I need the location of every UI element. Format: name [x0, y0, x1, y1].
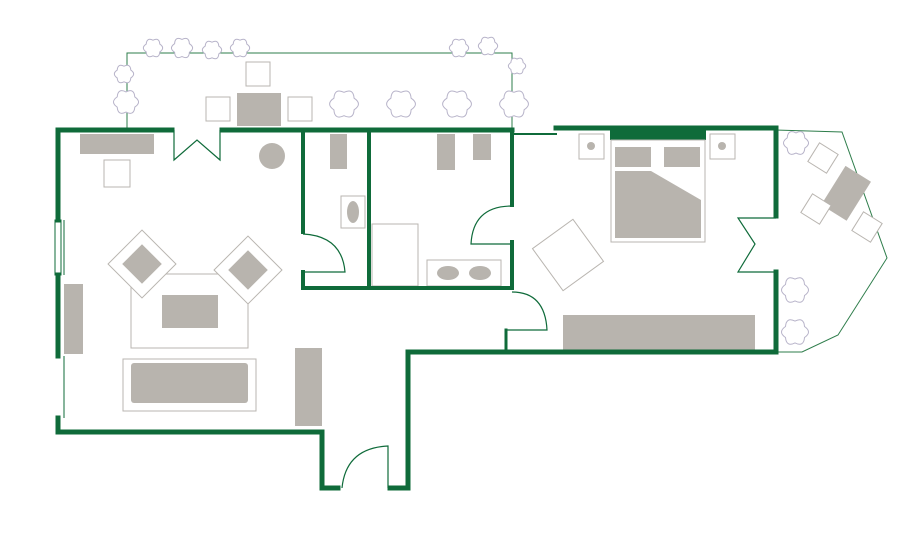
- sideboard: [80, 134, 154, 154]
- plant-icon: [781, 277, 809, 303]
- stool: [103, 159, 131, 188]
- side-cabinet: [64, 284, 83, 354]
- plant-icon: [386, 90, 416, 118]
- balcony-side-table: [807, 142, 839, 174]
- window-icon: [54, 219, 62, 276]
- wardrobe: [295, 348, 322, 426]
- sofa-icon: [122, 358, 257, 412]
- plant-icon: [170, 37, 194, 59]
- balcony-outline: [774, 129, 888, 353]
- door-swing-icon: [173, 130, 221, 162]
- door-swing-icon: [506, 291, 548, 331]
- door-swing-icon: [736, 217, 776, 273]
- door-swing-icon: [341, 445, 389, 489]
- balcony-side-table: [800, 193, 832, 225]
- balcony-side-table: [851, 211, 883, 243]
- plant-icon: [142, 38, 164, 58]
- plant-icon: [442, 90, 472, 118]
- terrace-chair: [287, 96, 313, 122]
- armchair-icon: [213, 235, 283, 305]
- door-swing-icon: [470, 205, 513, 245]
- plant-icon: [229, 38, 251, 58]
- bath-cabinet: [437, 134, 455, 170]
- nightstand: [578, 133, 605, 160]
- plant-icon: [783, 131, 810, 155]
- plant-icon: [507, 57, 527, 75]
- round-table: [259, 143, 285, 169]
- toilet-icon: [340, 195, 366, 229]
- armchair-icon: [107, 229, 177, 299]
- plant-icon: [477, 36, 499, 56]
- bathroom: [371, 134, 502, 287]
- headboard: [610, 130, 706, 140]
- plant-icon: [499, 90, 529, 118]
- terrace-table: [237, 93, 281, 126]
- wc: [330, 134, 366, 229]
- terrace-chair: [245, 61, 271, 87]
- bed-icon: [610, 139, 706, 243]
- bedroom: [531, 130, 755, 350]
- sink-icon: [426, 259, 502, 287]
- terrace-plants: [113, 36, 529, 118]
- bedroom-wardrobe: [563, 315, 755, 350]
- nightstand: [709, 133, 736, 160]
- terrace-chair: [205, 96, 231, 122]
- walls: [54, 125, 779, 491]
- coffee-table: [162, 295, 218, 328]
- plant-icon: [113, 90, 140, 114]
- desk: [531, 218, 605, 292]
- plant-icon: [113, 64, 135, 84]
- balcony-plants: [781, 131, 810, 345]
- balcony: [774, 129, 888, 353]
- wc-cabinet: [330, 134, 347, 169]
- plant-icon: [448, 38, 470, 58]
- shower-tray: [371, 223, 419, 287]
- doors: [173, 130, 776, 489]
- lounge-chair: [821, 165, 871, 221]
- bath-cabinet: [473, 134, 491, 160]
- door-swing-icon: [302, 233, 346, 273]
- living-room: [64, 134, 322, 426]
- plant-icon: [781, 319, 809, 345]
- terrace: [113, 36, 529, 128]
- balcony-lounge: [821, 165, 871, 221]
- terrace-outline: [126, 52, 513, 128]
- plant-icon: [329, 90, 359, 118]
- plant-icon: [201, 40, 223, 60]
